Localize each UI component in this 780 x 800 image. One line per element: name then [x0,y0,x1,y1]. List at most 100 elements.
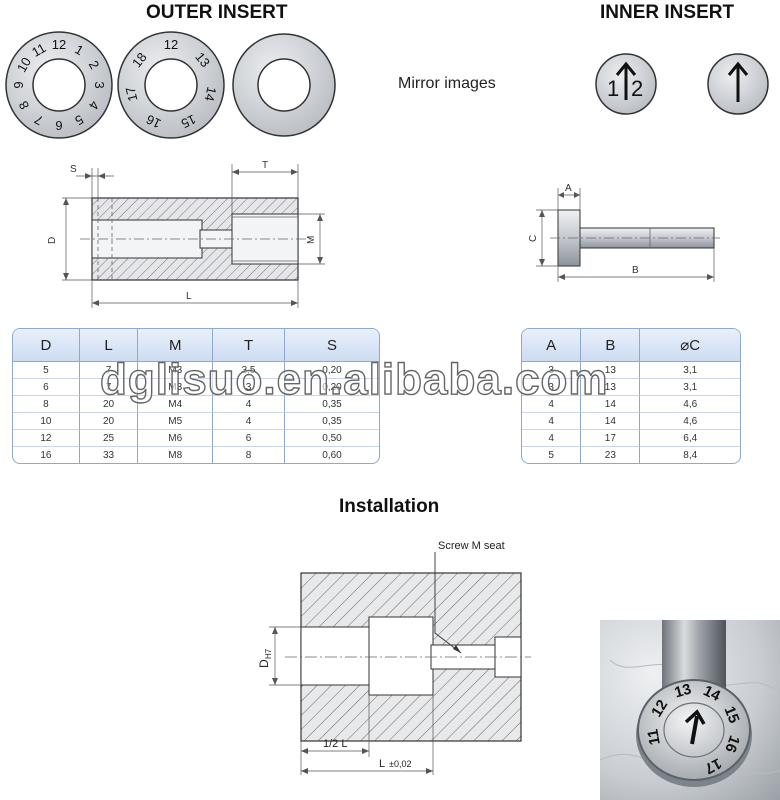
inner-table-cell: 14 [581,413,641,430]
outer-table-cell: 0,50 [285,430,379,447]
outer-table-cell: 5 [13,362,80,379]
ring1-number-11: 11 [29,40,48,60]
inner-pin-digit-right: 2 [631,76,643,101]
inner-table-cell: 13 [581,362,641,379]
dim-a-label: A [565,183,572,194]
outer-table-cell: 7 [79,379,139,396]
photo-number-12: 12 [648,697,671,720]
inner-table-cell: 3 [522,362,582,379]
ring1-number-10: 10 [14,55,34,75]
ring1-number-3: 3 [92,81,107,88]
outer-table-cell: 12 [13,430,80,447]
inner-table-cell: 4 [522,413,582,430]
installation-heading: Installation [339,496,440,517]
outer-insert-heading: OUTER INSERT [146,2,288,23]
outer-table-header-3: T [213,329,286,362]
inner-table-cell: 14 [581,396,641,413]
inner-insert-heading: INNER INSERT [600,2,735,23]
inner-insert-pins: 1 2 [595,53,769,115]
dim-d-label: D [47,237,58,244]
photo-number-17: 17 [702,754,725,777]
outer-table-cell: 6 [13,379,80,396]
ring2-number-16: 16 [144,112,164,132]
inner-insert-pin-1: 1 2 [595,53,657,115]
inner-insert-drawing: A C B [528,183,720,282]
install-d-sub: H7 [264,648,273,659]
outer-table-cell: 3 [213,379,286,396]
outer-table-cell: 10 [13,413,80,430]
outer-table-cell: 33 [80,447,139,463]
photo-number-15: 15 [721,704,743,726]
inner-table-cell: 4 [522,396,582,413]
outer-table-cell: 0,35 [285,396,379,413]
outer-table-cell: 25 [79,430,139,447]
inner-pin-digit-left: 1 [607,76,619,101]
install-l-label: L [379,758,385,770]
half-l-label: 1/2 L [323,738,347,750]
ring2-number-17: 17 [123,85,141,102]
outer-table-cell: 20 [79,396,139,413]
outer-table-cell: 6 [213,430,286,447]
outer-table-cell: M3 [138,379,214,396]
outer-table-cell: M3 [138,362,214,379]
photo-number-14: 14 [700,682,723,705]
photo-number-13: 13 [672,681,693,702]
outer-table-cell: M8 [138,447,214,463]
outer-table-cell: 8 [213,447,286,463]
dim-b-label: B [632,265,639,276]
dim-m-label: M [306,236,317,244]
watermark-text: dglisuo.en.alibaba.com [99,354,609,404]
inner-table-cell: 6,4 [640,430,740,447]
inner-table-cell: 3,1 [640,379,740,396]
outer-table-cell: M6 [138,430,214,447]
outer-table-header-2: M [138,329,214,362]
ring1-number-6: 6 [55,118,62,133]
inner-insert-pin-2 [707,53,769,115]
dim-l-label: L [186,291,192,302]
outer-table-header-0: D [13,329,80,362]
photo-number-16: 16 [721,733,743,754]
inner-table-cell: 4,6 [640,413,740,430]
inner-table-cell: 8,4 [683,449,698,461]
outer-table-cell: 0,60 [322,449,342,461]
outer-table-cell: M5 [138,413,214,430]
outer-table-cell: 20 [79,413,139,430]
outer-table-header-4: S [285,329,379,362]
outer-table-cell: 4 [213,413,286,430]
outer-table-cell: 0,20 [285,362,379,379]
outer-insert-drawing: D M T S L [47,160,325,308]
inner-table-header-2: ⌀C [640,329,740,362]
install-d-label: D [257,659,271,668]
dim-c-label: C [528,235,539,242]
dim-t-label: T [262,160,268,171]
inner-table-cell: 3 [522,379,582,396]
ring2-number-14: 14 [202,85,220,102]
inner-table-header-1: B [581,329,641,362]
outer-table-cell: 8 [13,396,80,413]
inner-table-cell: 13 [581,379,641,396]
ring1-number-9: 9 [11,81,26,88]
ring2-number-12: 12 [164,37,178,52]
inner-table-cell: 3,1 [640,362,740,379]
outer-table-cell: 0,20 [285,379,379,396]
mirror-images-label: Mirror images [398,75,496,92]
outer-table-cell: 4 [213,396,286,413]
inner-table-cell: 4,6 [640,396,740,413]
inner-table-cell: 5 [522,447,582,463]
outer-table-cell: 0,35 [285,413,379,430]
